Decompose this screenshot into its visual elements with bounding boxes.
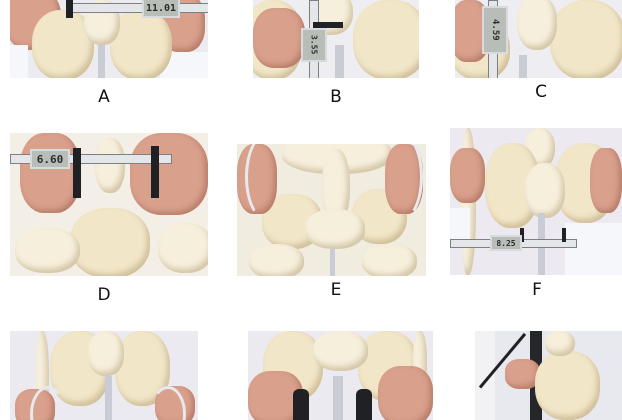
hand (505, 359, 540, 389)
caliper-display: 11.01 (142, 0, 180, 18)
panel-c-label: C (535, 82, 547, 102)
caliper-beam (70, 3, 208, 13)
stand-rod (335, 45, 344, 78)
caliper-reading: 6.60 (36, 152, 64, 166)
stand-rod (519, 55, 527, 78)
stand-rod (98, 45, 105, 78)
panel-a-label: A (98, 87, 110, 107)
spine (95, 138, 125, 193)
caliper-display: 8.25 (490, 235, 522, 251)
caliper-display: 3.55 (301, 28, 327, 62)
hand-left (20, 133, 80, 213)
pelvimeter-arm-left (245, 144, 286, 220)
caliper-jaw-left (520, 228, 524, 242)
caliper-jaw (66, 0, 73, 18)
pelvimeter-arm-left (30, 386, 66, 420)
pelvimeter-arm-right (150, 386, 186, 420)
sleeve-left (10, 45, 28, 78)
panel-h-photo (248, 331, 433, 420)
stand-rod (333, 376, 343, 420)
sacrum (525, 163, 565, 218)
caliper-reading: 3.55 (309, 35, 319, 55)
caliper-reading: 8.25 (496, 238, 516, 248)
caliper-jaw-right (151, 146, 159, 198)
pelvis-side (535, 351, 600, 420)
hand-right (590, 148, 622, 213)
pelvis-right-ilium (110, 10, 172, 78)
sacrum (517, 0, 557, 50)
caliper-jaw-left (73, 148, 81, 198)
hand-right (378, 366, 433, 420)
caliper-jaw (313, 22, 343, 28)
pelvis-right (550, 0, 622, 78)
panel-b-photo: 3.55 (253, 0, 419, 78)
femur-right (362, 244, 417, 276)
sleeve-right (565, 223, 622, 275)
panel-g-photo (10, 331, 198, 420)
caliper-display: 6.60 (30, 149, 70, 169)
femur-left (15, 228, 80, 273)
panel-c-photo: 4.59 (455, 0, 622, 78)
hand-left (450, 148, 485, 203)
caliper-display: 4.59 (482, 6, 508, 54)
femur-right (158, 223, 208, 273)
pelvis (70, 208, 150, 276)
panel-e-label: E (330, 280, 342, 300)
pelvis-right (353, 0, 419, 78)
sacrum (88, 331, 124, 376)
clip-jaw-left (293, 389, 309, 420)
panel-b-label: B (330, 87, 342, 107)
panel-f-label: F (532, 280, 542, 300)
panel-e-photo (237, 144, 426, 276)
hand (253, 8, 305, 68)
clip-jaw-right (356, 389, 372, 420)
sacrum (305, 209, 365, 249)
pelvis-left-ilium (32, 10, 94, 78)
pelvimeter-arm-right (382, 144, 423, 220)
panel-f-photo: 8.25 (450, 128, 622, 275)
panel-i-photo (475, 331, 622, 420)
sacrum (313, 331, 368, 371)
spine (545, 331, 575, 356)
panel-d-photo: 6.60 (10, 133, 208, 276)
caliper-jaw-right (562, 228, 566, 242)
hand-right (130, 133, 208, 215)
panel-a-photo: 11.01 (10, 0, 208, 78)
sleeve-left (450, 208, 470, 248)
caliper-reading: 4.59 (490, 19, 500, 41)
caliper-beam (10, 154, 172, 164)
femur-left (249, 244, 304, 276)
stand-rod (105, 376, 112, 420)
panel-d-label: D (97, 285, 111, 305)
stand-rod (330, 249, 335, 276)
caliper-reading: 11.01 (145, 2, 177, 14)
